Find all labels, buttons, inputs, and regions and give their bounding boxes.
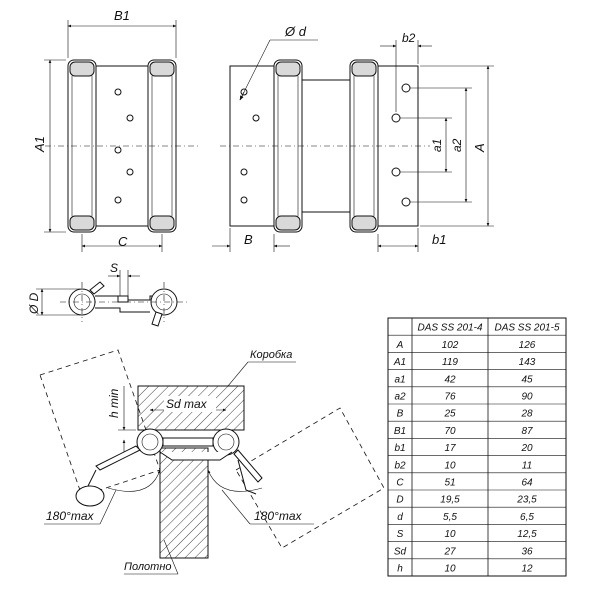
table-value-cell: 12,5 bbox=[517, 529, 537, 540]
table-param-cell: D bbox=[396, 495, 403, 506]
table-value-cell: 11 bbox=[522, 460, 532, 471]
table-value-cell: 12 bbox=[521, 564, 533, 575]
section-view: Ø D S bbox=[27, 261, 190, 327]
table-value-cell: 5,5 bbox=[443, 512, 457, 523]
table-value-cell: 20 bbox=[520, 443, 533, 454]
table-border bbox=[387, 317, 567, 577]
table-param-cell: C bbox=[396, 478, 404, 489]
table-value-cell: 10 bbox=[444, 529, 456, 540]
table-param-cell: A1 bbox=[393, 357, 406, 368]
table-value-cell: 36 bbox=[521, 546, 533, 557]
dim-b1: b1 bbox=[432, 232, 446, 247]
table-value-cell: 28 bbox=[520, 409, 533, 420]
side-view: Ø d b2 a1 a2 A B b1 bbox=[212, 24, 494, 252]
label-polotno: Полотно bbox=[124, 561, 172, 573]
dim-d: Ø d bbox=[284, 24, 307, 39]
label-180-left: 180°max bbox=[46, 509, 94, 523]
table-value-cell: 90 bbox=[521, 392, 533, 403]
table-value-cell: 87 bbox=[521, 426, 533, 437]
table-param-cell: B bbox=[397, 409, 404, 420]
dim-D: Ø D bbox=[27, 292, 41, 315]
table-value-cell: 126 bbox=[519, 340, 536, 351]
dim-Sdmax: Sd max bbox=[166, 397, 208, 411]
table-value-cell: 76 bbox=[444, 392, 456, 403]
table-value-cell: 119 bbox=[442, 357, 458, 368]
table-value-cell: 70 bbox=[444, 426, 456, 437]
dim-B1: B1 bbox=[114, 8, 130, 23]
table-param-cell: Sd bbox=[394, 546, 407, 557]
table-value-cell: 45 bbox=[521, 374, 533, 385]
dim-b2: b2 bbox=[402, 31, 416, 45]
label-korobka: Коробка bbox=[250, 349, 292, 361]
label-180-right: 180°max bbox=[254, 509, 302, 523]
installation-view: h min Sd max Коробка 180°max 180°max Пол… bbox=[39, 349, 385, 575]
dim-hmin: h min bbox=[107, 388, 121, 418]
table-param-cell: a2 bbox=[394, 392, 406, 403]
table-value-cell: 102 bbox=[442, 340, 459, 351]
front-view: B1 A1 C bbox=[32, 8, 200, 252]
table-param-cell: a1 bbox=[394, 374, 405, 385]
table-value-cell: 64 bbox=[521, 478, 533, 489]
table-param-cell: b2 bbox=[394, 460, 406, 471]
dim-a2: a2 bbox=[450, 138, 464, 152]
dim-a1: a1 bbox=[430, 139, 444, 152]
table-param-cell: d bbox=[397, 512, 403, 523]
table-value-cell: 10 bbox=[444, 564, 456, 575]
dim-A1: A1 bbox=[32, 136, 47, 153]
table-param-cell: h bbox=[397, 564, 403, 575]
table-value-cell: 25 bbox=[443, 409, 456, 420]
table-param-cell: B1 bbox=[394, 426, 406, 437]
table-value-cell: 23,5 bbox=[516, 495, 537, 506]
dim-C: C bbox=[118, 234, 128, 249]
table-value-cell: 51 bbox=[444, 478, 455, 489]
dim-A: A bbox=[472, 143, 487, 153]
table-value-cell: 17 bbox=[444, 443, 456, 454]
table-param-cell: A bbox=[396, 340, 404, 351]
dim-B: B bbox=[244, 232, 253, 247]
table-header-cell: DAS SS 201-4 bbox=[417, 323, 482, 334]
table-value-cell: 10 bbox=[444, 460, 456, 471]
table-value-cell: 42 bbox=[444, 374, 456, 385]
table-value-cell: 143 bbox=[519, 357, 536, 368]
dim-S: S bbox=[110, 261, 118, 275]
table-value-cell: 27 bbox=[443, 546, 456, 557]
table-value-cell: 19,5 bbox=[440, 495, 460, 506]
table-param-cell: b1 bbox=[394, 443, 405, 454]
table-value-cell: 6,5 bbox=[520, 512, 534, 523]
table-param-cell: S bbox=[397, 529, 404, 540]
table-header-cell: DAS SS 201-5 bbox=[494, 323, 559, 334]
